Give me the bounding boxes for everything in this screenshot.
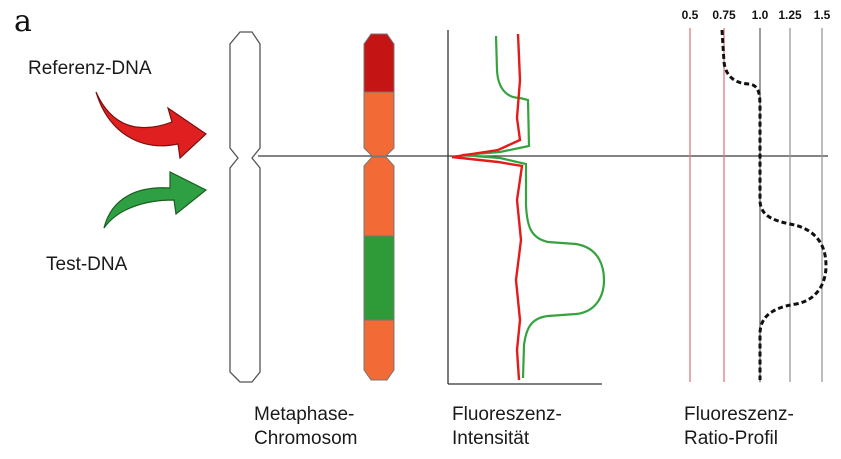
ratio-grid <box>690 28 822 382</box>
test-arrow-icon <box>104 172 206 228</box>
chromosome-caption-line1: Metaphase- <box>254 404 354 426</box>
ratio-profile-curve <box>722 30 826 380</box>
white-chromosome <box>230 32 260 382</box>
chromosome-caption-line2: Chromosom <box>254 428 357 450</box>
red-intensity-curve <box>452 34 522 380</box>
intensity-caption-line2: Intensität <box>452 428 529 450</box>
ratio-caption-line2: Ratio-Profil <box>684 428 778 450</box>
ratio-caption-line1: Fluoreszenz- <box>684 404 794 426</box>
intensity-caption-line1: Fluoreszenz- <box>452 404 562 426</box>
green-intensity-curve <box>462 36 604 378</box>
colored-chromosome <box>364 34 394 380</box>
reference-arrow-icon <box>96 92 206 158</box>
